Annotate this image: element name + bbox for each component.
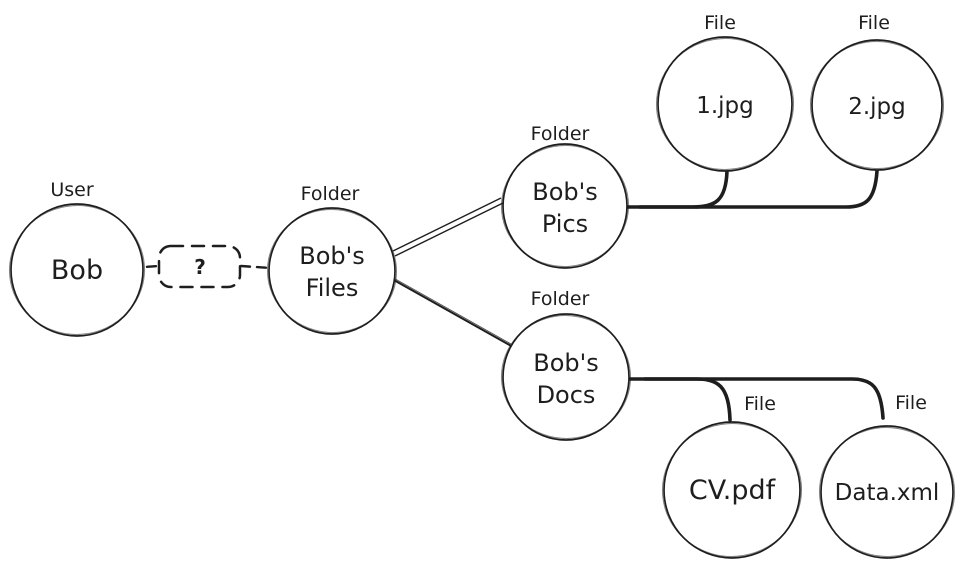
node-bobs-docs-title-line2: Docs: [537, 381, 596, 409]
node-dataxml-type-label: File: [895, 392, 927, 414]
node-dataxml-sketch-stroke: [818, 426, 956, 558]
edge-files-to-docs: [389, 275, 514, 348]
node-1jpg-type-label: File: [704, 12, 736, 34]
node-bobs-files-circle: [268, 207, 396, 335]
node-1jpg-sketch-stroke: [655, 37, 795, 171]
edge-unknown-to-files: [239, 264, 272, 270]
node-bob-title: Bob: [51, 255, 103, 286]
relationship-box-rect: [157, 244, 242, 289]
edge-docs-to-cvpdf: [643, 377, 732, 422]
edge-pics-to-2jpg: [621, 169, 879, 209]
node-bobs-pics-sketch-stroke: [500, 144, 630, 268]
node-bobs-docs: Folder Bob's Docs: [500, 288, 632, 441]
node-bobs-docs-type-label: Folder: [531, 288, 590, 310]
node-cvpdf: File CV.pdf: [661, 393, 803, 559]
node-1jpg: File 1.jpg: [655, 12, 795, 172]
node-dataxml-circle: [820, 425, 954, 559]
node-bobs-pics: Folder Bob's Pics: [500, 123, 630, 269]
node-2jpg: File 2.jpg: [809, 12, 945, 171]
node-bobs-pics-circle: [502, 143, 628, 269]
node-bobs-docs-title-line1: Bob's: [533, 349, 598, 377]
node-bobs-files-type-label: Folder: [301, 183, 360, 205]
node-2jpg-type-label: File: [858, 12, 890, 34]
node-bobs-files: Folder Bob's Files: [266, 183, 398, 335]
node-bob: User Bob: [8, 179, 146, 337]
node-bobs-files-title-line2: Files: [306, 274, 359, 302]
node-cvpdf-sketch-stroke: [661, 422, 803, 558]
node-bob-type-label: User: [50, 179, 93, 201]
node-bobs-files-title-line1: Bob's: [299, 242, 364, 270]
edge-files-to-pics: [392, 197, 504, 257]
relationship-question-mark: ?: [194, 255, 206, 279]
node-2jpg-title: 2.jpg: [848, 94, 906, 120]
node-dataxml: File Data.xml: [818, 392, 956, 559]
node-bobs-files-sketch-stroke: [266, 208, 398, 334]
node-bobs-pics-type-label: Folder: [531, 123, 590, 145]
node-2jpg-sketch-stroke: [809, 40, 945, 170]
relationship-box: ?: [157, 244, 242, 289]
node-dataxml-title: Data.xml: [835, 480, 940, 506]
node-bob-circle: [10, 203, 144, 337]
node-cvpdf-title: CV.pdf: [689, 475, 777, 506]
node-1jpg-circle: [657, 36, 793, 172]
node-cvpdf-type-label: File: [744, 393, 776, 415]
edge-docs-to-dataxml: [627, 377, 885, 420]
node-bobs-pics-title-line1: Bob's: [532, 178, 597, 206]
edge-pics-to-1jpg: [638, 169, 729, 209]
node-bobs-docs-sketch-stroke: [500, 314, 632, 440]
node-2jpg-circle: [811, 39, 943, 171]
node-1jpg-title: 1.jpg: [696, 93, 754, 119]
edges: [129, 169, 885, 422]
node-bobs-pics-title-line2: Pics: [542, 210, 588, 238]
node-bob-sketch-stroke: [8, 204, 146, 336]
node-cvpdf-circle: [663, 421, 801, 559]
node-bobs-docs-circle: [502, 313, 630, 441]
